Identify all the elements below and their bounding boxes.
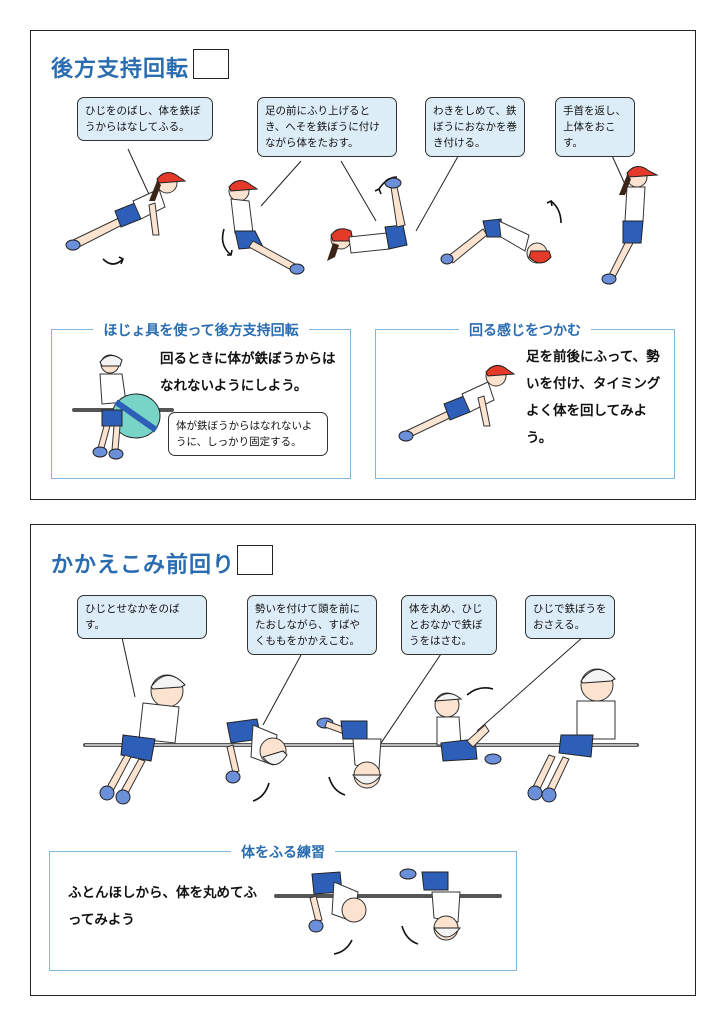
section-back-hip-circle: 後方支持回転 bbox=[30, 30, 696, 500]
feel-rotation-text: 足を前後にふって、勢いを付け、タイミングよく体を回してみよう。 bbox=[526, 349, 661, 446]
leader-line bbox=[340, 160, 377, 222]
figure-stage-1 bbox=[65, 172, 187, 265]
section1-title: 後方支持回転 bbox=[51, 57, 190, 82]
figure-front-stage-3 bbox=[316, 717, 383, 796]
figure-stage-3 bbox=[327, 176, 408, 261]
leader-line bbox=[260, 160, 302, 207]
figure-stage-5 bbox=[601, 166, 659, 285]
callout-front-stage-3: 体を丸め、ひじとおなかで鉄ぼうをはさむ。 bbox=[401, 595, 497, 655]
swing-practice-box: 体をふる練習 ふとんほしから、体を丸めてふってみよう bbox=[49, 845, 517, 971]
figure-stage-4 bbox=[440, 199, 562, 265]
figure-front-stage-1 bbox=[99, 674, 186, 805]
figure-stage-2 bbox=[221, 180, 305, 275]
swing-practice-text: ふとんほしから、体を丸めてふってみよう bbox=[68, 885, 257, 928]
callout-front-stage-2: 勢いを付けて頭を前にたおしながら、すばやくももをかかえこむ。 bbox=[247, 595, 377, 655]
assist-tool-box: ほじょ具を使って後方支持回転 回るときに体が鉄ぼうからはなれないようにしよう。 … bbox=[51, 323, 351, 479]
assist-figure bbox=[72, 354, 174, 460]
section2-title: かかえこみ前回り bbox=[51, 553, 236, 578]
callout-stage-2: 足の前にふり上げるとき、へそを鉄ぼうに付けながら体をたおす。 bbox=[257, 97, 397, 157]
feel-figure bbox=[398, 365, 516, 442]
section-tuck-forward-roll: かかえこみ前回り bbox=[30, 524, 696, 996]
section2-illustration bbox=[83, 632, 639, 805]
assist-tool-text: 回るときに体が鉄ぼうからはなれないようにしよう。 bbox=[160, 351, 336, 394]
figure-front-stage-4 bbox=[433, 687, 502, 765]
assist-tool-heading: ほじょ具を使って後方支持回転 bbox=[93, 323, 309, 339]
section1-illustration bbox=[65, 148, 659, 285]
callout-front-stage-1: ひじとせなかをのばす。 bbox=[77, 595, 207, 639]
callout-stage-4: 手首を返し、上体をおこす。 bbox=[555, 97, 635, 157]
feel-rotation-heading: 回る感じをつかむ bbox=[459, 323, 591, 339]
assist-tool-note: 体が鉄ぼうからはなれないように、しっかり固定する。 bbox=[168, 412, 328, 456]
callout-stage-3: わきをしめて、鉄ぼうにおなかを巻き付ける。 bbox=[425, 97, 525, 157]
figure-front-stage-5 bbox=[527, 668, 616, 803]
feel-rotation-box: 回る感じをつかむ 足を前後にふって、勢いを付け、タイミングよく体を回してみよう。 bbox=[375, 323, 675, 479]
section2-checkbox[interactable] bbox=[237, 545, 273, 575]
swing-practice-heading: 体をふる練習 bbox=[231, 845, 335, 861]
section1-checkbox[interactable] bbox=[193, 49, 229, 79]
swing-practice-figures bbox=[274, 868, 502, 955]
callout-stage-1: ひじをのばし、体を鉄ぼうからはなしてふる。 bbox=[77, 97, 213, 141]
figure-front-stage-2 bbox=[225, 718, 288, 802]
leader-line bbox=[415, 150, 462, 232]
callout-front-stage-4: ひじで鉄ぼうをおさえる。 bbox=[525, 595, 615, 639]
